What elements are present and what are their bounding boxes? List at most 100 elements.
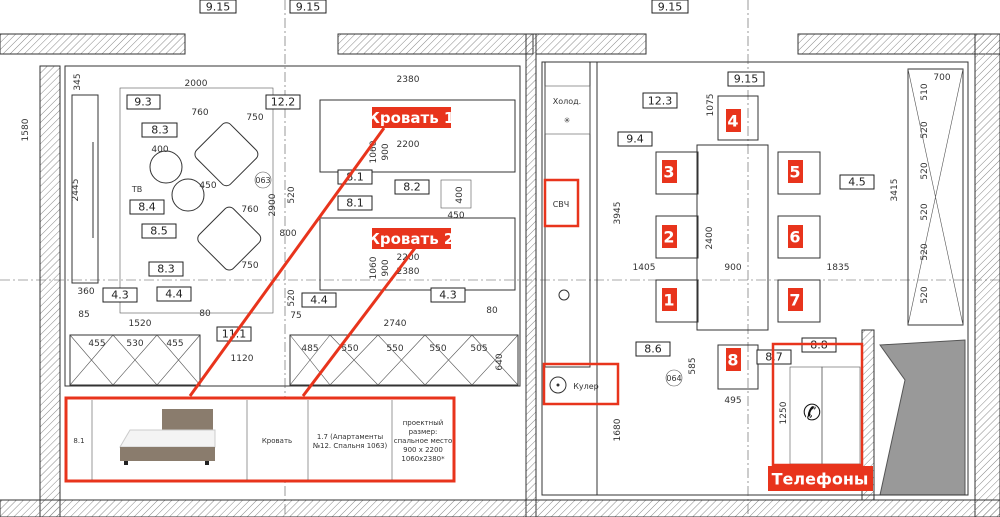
- tag: 8.3: [151, 124, 169, 137]
- spec-size: 1060x2380*: [401, 455, 445, 463]
- dim: 750: [246, 113, 263, 123]
- dim: 640: [495, 353, 505, 370]
- dim: 1835: [827, 263, 850, 273]
- bed-2-label: Кровать 2: [368, 230, 455, 248]
- dim: 450: [199, 181, 216, 191]
- dim: 1060: [369, 140, 379, 163]
- dim: 85: [78, 310, 89, 320]
- room-number: 064: [666, 374, 681, 383]
- tag: 8.6: [644, 343, 662, 356]
- tag: 4.4: [310, 294, 328, 307]
- tag: 9.15: [734, 73, 759, 86]
- tag: 12.2: [271, 96, 296, 109]
- dim: 520: [920, 286, 930, 303]
- right-room-tags: 12.3 9.15 9.4 4.5 8.6 8.7 8.8: [617, 71, 875, 365]
- bed-image: [119, 409, 216, 465]
- spec-code: 8.1: [73, 437, 84, 445]
- seats: 4 3 5 2 6 1 7 8: [655, 95, 821, 390]
- bed-1-label: Кровать 1: [368, 109, 455, 127]
- seat-number: 8: [727, 351, 738, 370]
- tag: 4.3: [439, 289, 457, 302]
- spec-size: проектный: [403, 419, 444, 427]
- left-room-furniture: 063 ТВ: [69, 87, 519, 386]
- spec-size: размер:: [409, 428, 438, 436]
- tag: 9.15: [296, 1, 321, 14]
- dim: 400: [455, 186, 465, 203]
- seat-number: 2: [663, 228, 674, 247]
- dim: 80: [199, 309, 211, 319]
- dim: 1405: [633, 263, 656, 273]
- tag: 8.3: [157, 263, 175, 276]
- phone-icon: ✆: [803, 401, 821, 426]
- dim: 2000: [185, 79, 208, 89]
- tag: 4.5: [848, 176, 866, 189]
- tv-label: ТВ: [131, 185, 142, 194]
- spec-size: 900 x 2200: [403, 446, 443, 454]
- tag: 9.4: [626, 133, 644, 146]
- dim: 1580: [21, 118, 31, 141]
- dim: 485: [301, 344, 318, 354]
- dim: 3415: [890, 179, 900, 202]
- dim: 495: [724, 396, 741, 406]
- dim: 1680: [613, 418, 623, 441]
- phones-highlight: [771, 342, 864, 467]
- dim: 750: [241, 261, 258, 271]
- dim: 800: [279, 229, 296, 239]
- dim: 760: [241, 205, 258, 215]
- dim: 550: [386, 344, 403, 354]
- seat-number: 5: [789, 163, 800, 182]
- dim: 80: [486, 306, 498, 316]
- seat-number: 7: [789, 291, 800, 310]
- dim: 2900: [268, 193, 278, 216]
- dim: 2380: [397, 75, 420, 85]
- dim: 2200: [397, 140, 420, 150]
- snowflake-icon: ✳: [564, 116, 571, 125]
- microwave-highlight: [543, 178, 580, 228]
- dim: 3945: [613, 202, 623, 225]
- dim: 1250: [779, 401, 789, 424]
- bed-2-callout: [372, 228, 451, 249]
- dim: 2740: [384, 319, 407, 329]
- dim: 585: [688, 357, 698, 374]
- dim: 455: [166, 339, 183, 349]
- dim: 75: [290, 311, 301, 321]
- dim: 900: [381, 259, 391, 276]
- cooler-label: Кулер: [573, 382, 599, 391]
- dim: 510: [920, 83, 930, 100]
- phones-label: Телефоны: [772, 470, 869, 489]
- dim: 1060: [369, 256, 379, 279]
- spec-name: Кровать: [262, 437, 292, 445]
- dim: 345: [73, 73, 83, 90]
- spec-location: №12. Спальня 1063): [313, 442, 388, 450]
- dim: 520: [287, 289, 297, 306]
- spec-size: спальное место: [394, 437, 453, 445]
- dim: 1520: [129, 319, 152, 329]
- dim: 520: [920, 203, 930, 220]
- dim: 505: [470, 344, 487, 354]
- spec-location: 1.7 (Апартаменты: [317, 433, 383, 441]
- dim: 760: [191, 108, 208, 118]
- room-number: 063: [255, 176, 270, 185]
- dim: 2380: [397, 267, 420, 277]
- dim: 1120: [231, 354, 254, 364]
- callouts: Кровать 1 Кровать 2 СВЧ Кулер Телефоны: [188, 107, 873, 491]
- tag: 4.4: [165, 288, 183, 301]
- tag: 8.5: [150, 225, 168, 238]
- right-room-dimensions: 1075 3945 2400 1405 900 1835 3415 700 51…: [613, 73, 951, 441]
- tag: 9.3: [134, 96, 152, 109]
- tag: 4.3: [111, 289, 129, 302]
- dim: 360: [77, 287, 94, 297]
- tag: 8.4: [138, 201, 156, 214]
- seat-number: 3: [663, 163, 674, 182]
- cooler-highlight: [542, 362, 620, 406]
- dim: 900: [724, 263, 741, 273]
- dim: 700: [933, 73, 950, 83]
- dim: 450: [447, 211, 464, 221]
- dim: 455: [88, 339, 105, 349]
- bed-1-callout: [372, 107, 451, 128]
- dim: 530: [126, 339, 143, 349]
- dim: 2445: [71, 179, 81, 202]
- seat-number: 6: [789, 228, 800, 247]
